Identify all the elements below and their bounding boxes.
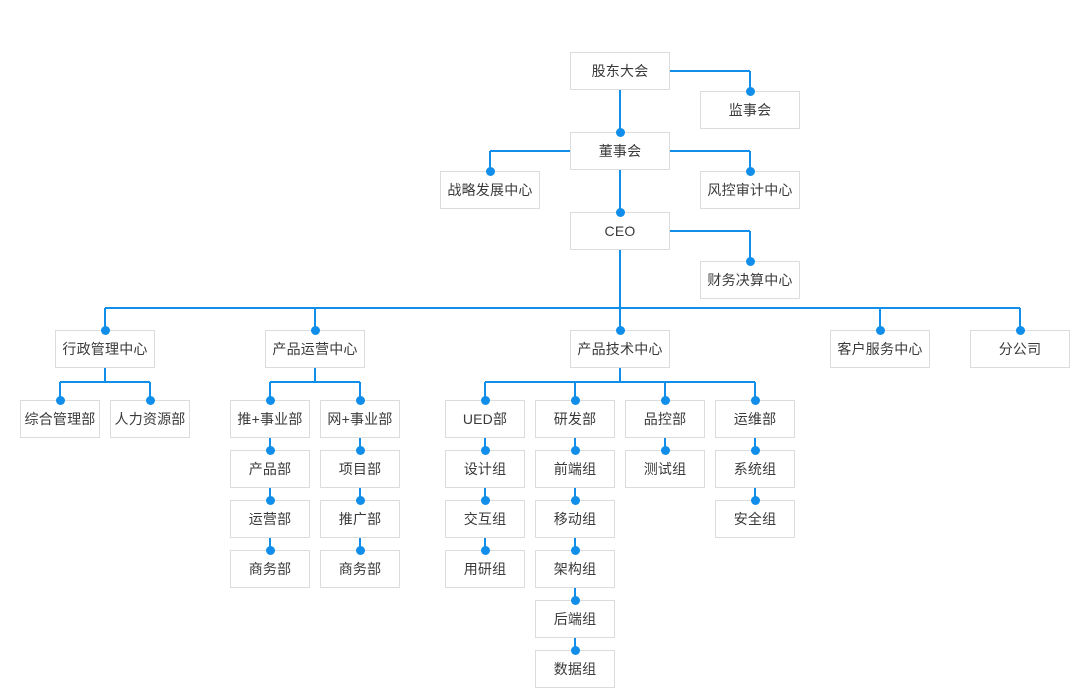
connector-dot-risk-audit-center <box>745 166 755 176</box>
connector-dot-ceo <box>615 207 625 217</box>
org-node-promotion-dept[interactable]: 推广部 <box>320 500 400 538</box>
org-node-project-dept[interactable]: 项目部 <box>320 450 400 488</box>
connector-dot-admin-center <box>100 325 110 335</box>
org-node-tui-bu[interactable]: 推+事业部 <box>230 400 310 438</box>
org-node-shareholders[interactable]: 股东大会 <box>570 52 670 90</box>
connector-dot-mobile-group <box>570 495 580 505</box>
org-node-security-group[interactable]: 安全组 <box>715 500 795 538</box>
org-node-business-dept-2[interactable]: 商务部 <box>320 550 400 588</box>
org-node-board[interactable]: 董事会 <box>570 132 670 170</box>
org-node-ceo[interactable]: CEO <box>570 212 670 250</box>
connector-dot-product-dept <box>265 445 275 455</box>
connector-dot-business-dept-2 <box>355 545 365 555</box>
org-node-mobile-group[interactable]: 移动组 <box>535 500 615 538</box>
org-node-architecture-group[interactable]: 架构组 <box>535 550 615 588</box>
org-node-system-group[interactable]: 系统组 <box>715 450 795 488</box>
org-node-test-group[interactable]: 测试组 <box>625 450 705 488</box>
connector-dot-architecture-group <box>570 545 580 555</box>
org-node-rd-dept[interactable]: 研发部 <box>535 400 615 438</box>
org-node-data-group[interactable]: 数据组 <box>535 650 615 688</box>
connector-dot-product-ops <box>310 325 320 335</box>
connector-dot-human-resources <box>145 395 155 405</box>
org-node-human-resources[interactable]: 人力资源部 <box>110 400 190 438</box>
org-node-business-dept-1[interactable]: 商务部 <box>230 550 310 588</box>
org-node-supervisors[interactable]: 监事会 <box>700 91 800 129</box>
connector-dot-ued-dept <box>480 395 490 405</box>
connector-dot-general-admin <box>55 395 65 405</box>
connector-dot-security-group <box>750 495 760 505</box>
connector-dot-interaction-group <box>480 495 490 505</box>
connector-dot-frontend-group <box>570 445 580 455</box>
org-node-ops-dept[interactable]: 运维部 <box>715 400 795 438</box>
org-node-ued-dept[interactable]: UED部 <box>445 400 525 438</box>
connector-dot-project-dept <box>355 445 365 455</box>
connector-dot-customer-service <box>875 325 885 335</box>
org-node-strategy-center[interactable]: 战略发展中心 <box>440 171 540 209</box>
org-node-wang-bu[interactable]: 网+事业部 <box>320 400 400 438</box>
org-node-finance-center[interactable]: 财务决算中心 <box>700 261 800 299</box>
connector-dot-branch-company <box>1015 325 1025 335</box>
connector-dot-rd-dept <box>570 395 580 405</box>
org-node-risk-audit-center[interactable]: 风控审计中心 <box>700 171 800 209</box>
org-node-operations-dept[interactable]: 运营部 <box>230 500 310 538</box>
connector-dot-product-tech <box>615 325 625 335</box>
org-node-design-group[interactable]: 设计组 <box>445 450 525 488</box>
org-node-product-tech[interactable]: 产品技术中心 <box>570 330 670 368</box>
connector-dot-tui-bu <box>265 395 275 405</box>
org-node-interaction-group[interactable]: 交互组 <box>445 500 525 538</box>
connector-dot-operations-dept <box>265 495 275 505</box>
connector-dot-strategy-center <box>485 166 495 176</box>
org-node-branch-company[interactable]: 分公司 <box>970 330 1070 368</box>
connector-dot-data-group <box>570 645 580 655</box>
connector-dot-ops-dept <box>750 395 760 405</box>
connector-dot-board <box>615 127 625 137</box>
org-node-backend-group[interactable]: 后端组 <box>535 600 615 638</box>
connector-dot-supervisors <box>745 86 755 96</box>
connector-dot-backend-group <box>570 595 580 605</box>
org-node-customer-service[interactable]: 客户服务中心 <box>830 330 930 368</box>
connector-dot-test-group <box>660 445 670 455</box>
org-node-frontend-group[interactable]: 前端组 <box>535 450 615 488</box>
connector-dot-promotion-dept <box>355 495 365 505</box>
org-node-qa-dept[interactable]: 品控部 <box>625 400 705 438</box>
connector-dot-wang-bu <box>355 395 365 405</box>
connector-dot-design-group <box>480 445 490 455</box>
connector-dot-finance-center <box>745 256 755 266</box>
org-node-user-research[interactable]: 用研组 <box>445 550 525 588</box>
org-node-product-dept[interactable]: 产品部 <box>230 450 310 488</box>
connector-dot-qa-dept <box>660 395 670 405</box>
org-node-admin-center[interactable]: 行政管理中心 <box>55 330 155 368</box>
connector-dot-user-research <box>480 545 490 555</box>
connector-dot-business-dept-1 <box>265 545 275 555</box>
org-node-product-ops[interactable]: 产品运营中心 <box>265 330 365 368</box>
connector-dot-system-group <box>750 445 760 455</box>
org-node-general-admin[interactable]: 综合管理部 <box>20 400 100 438</box>
